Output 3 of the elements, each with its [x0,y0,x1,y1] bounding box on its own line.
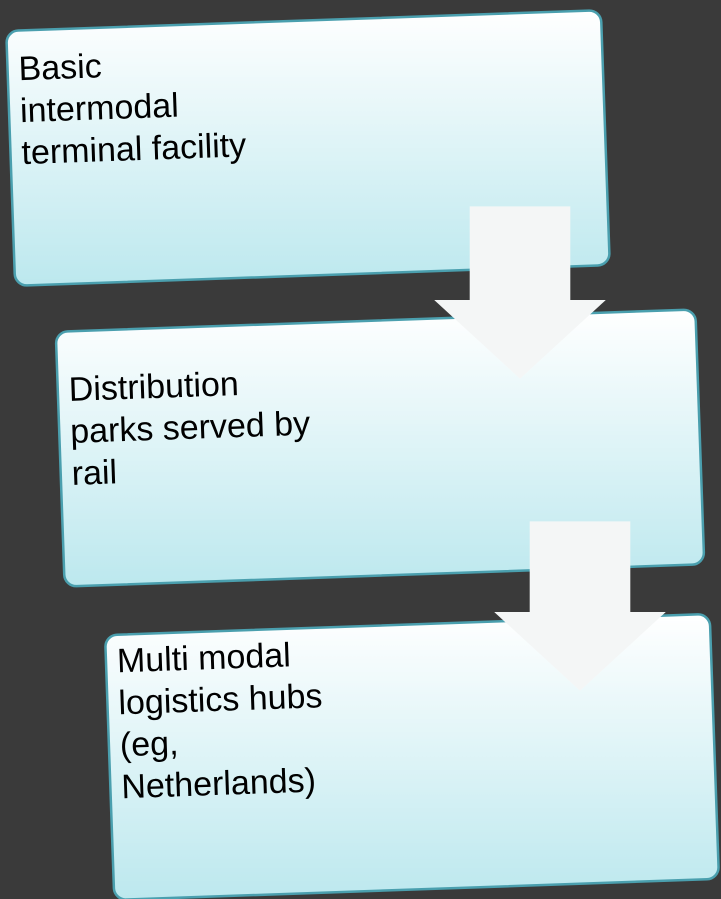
block-arrow [494,521,666,691]
process-box: Multi modal logistics hubs (eg, Netherlands) [104,613,720,899]
block-arrow [434,206,606,379]
